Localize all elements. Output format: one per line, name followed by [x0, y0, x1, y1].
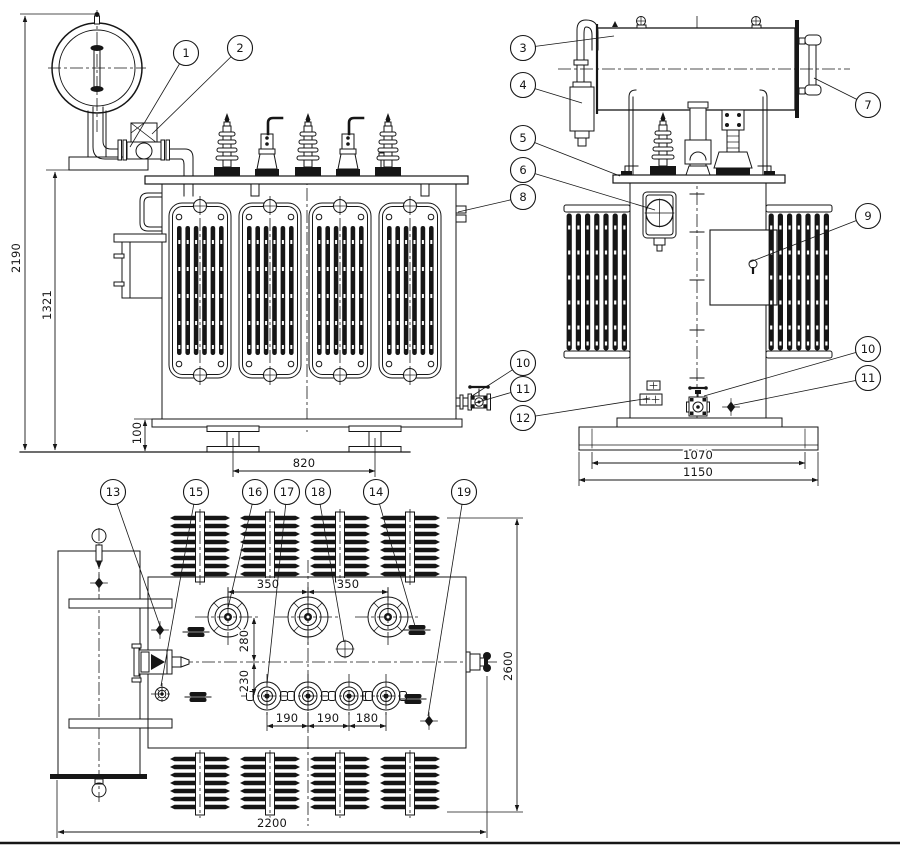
- tank-cover-side: [612, 89, 786, 184]
- callout-12: 12: [509, 404, 537, 432]
- dim-lv-row-offset: 230: [237, 670, 251, 693]
- valve-plan-right: [465, 651, 491, 673]
- front-view: 2190 1321 100 820: [8, 10, 491, 477]
- svg-text:2: 2: [236, 41, 243, 55]
- callout-15: 15: [182, 478, 210, 506]
- radiator-fins-top: [170, 509, 440, 585]
- radiator-panel: [239, 196, 301, 385]
- drain-valve-side: [686, 386, 710, 417]
- callout-10-right: 10: [854, 335, 882, 363]
- dim-tank-height: 1321: [40, 290, 54, 320]
- svg-text:6: 6: [519, 163, 526, 177]
- callout-6: 6: [509, 156, 537, 184]
- svg-text:4: 4: [519, 78, 526, 92]
- svg-text:15: 15: [189, 485, 204, 499]
- lifting-eye: [335, 639, 355, 659]
- svg-text:9: 9: [864, 209, 871, 223]
- svg-text:10: 10: [861, 342, 876, 356]
- callout-14: 14: [362, 478, 390, 506]
- dim-hv-pitch-left: 350: [257, 577, 280, 591]
- callout-10-left: 10: [509, 349, 537, 377]
- center-pipe-side: [684, 101, 712, 176]
- side-dimensions: 1070 1150: [578, 447, 819, 486]
- callout-19: 19: [450, 478, 478, 506]
- radiator-fins-bottom: [170, 750, 440, 818]
- base-front: [19, 418, 463, 453]
- base-side: [578, 417, 819, 451]
- rating-plate: [709, 229, 778, 306]
- callout-bubbles: 1 2 3 4 5 6 8 10 11 12 7 9 10 11 13 15 1…: [99, 34, 882, 506]
- svg-text:18: 18: [311, 485, 326, 499]
- svg-text:8: 8: [519, 190, 526, 204]
- svg-text:7: 7: [864, 98, 871, 112]
- callout-17: 17: [273, 478, 301, 506]
- svg-text:13: 13: [106, 485, 121, 499]
- svg-text:11: 11: [861, 371, 876, 385]
- dim-overall-depth: 2600: [501, 651, 515, 681]
- callout-8: 8: [509, 183, 537, 211]
- wall-plate: [455, 205, 467, 223]
- svg-text:12: 12: [516, 411, 531, 425]
- callout-7: 7: [854, 91, 882, 119]
- radiator-panel: [309, 196, 371, 385]
- callout-11-right: 11: [854, 364, 882, 392]
- dim-wheel-gauge: 820: [293, 456, 316, 470]
- breather: [569, 19, 599, 147]
- valve-plan-left: [131, 643, 190, 683]
- side-flange: [139, 192, 163, 232]
- callout-1: 1: [172, 39, 200, 67]
- callout-9: 9: [854, 202, 882, 230]
- svg-text:3: 3: [519, 41, 526, 55]
- drain-valve-front: [455, 385, 491, 411]
- dim-overall-height: 2190: [9, 243, 23, 273]
- dim-base-height: 100: [130, 422, 144, 445]
- lv-bushing-side: [713, 109, 753, 175]
- dim-lv-pitch-2: 190: [317, 711, 340, 725]
- dim-lv-pitch-3: 180: [356, 711, 379, 725]
- svg-text:19: 19: [457, 485, 472, 499]
- side-view: 1070 1150: [558, 16, 850, 486]
- conservator-bracket: [68, 106, 194, 197]
- conservator-plan: [50, 528, 173, 802]
- dim-base-inner: 1070: [683, 448, 713, 462]
- callout-leaders: [112, 35, 869, 717]
- svg-text:1: 1: [182, 46, 189, 60]
- callout-5: 5: [509, 124, 537, 152]
- callout-4: 4: [509, 71, 537, 99]
- dim-hv-row-offset: 280: [237, 630, 251, 653]
- radiator-panel: [169, 196, 231, 385]
- svg-text:17: 17: [280, 485, 295, 499]
- dim-hv-pitch-right: 350: [337, 577, 360, 591]
- callout-13: 13: [99, 478, 127, 506]
- svg-text:11: 11: [516, 382, 531, 396]
- cable-box: [113, 233, 167, 299]
- radiator-panel: [379, 196, 441, 385]
- callout-2: 2: [226, 34, 254, 62]
- conservator-front: [48, 10, 146, 132]
- svg-text:14: 14: [369, 485, 384, 499]
- oil-level-gauge: [798, 34, 822, 96]
- dim-lv-pitch-1: 190: [276, 711, 299, 725]
- conservator-side: [558, 16, 850, 118]
- thermometer: [642, 191, 677, 252]
- callout-3: 3: [509, 34, 537, 62]
- callout-18: 18: [304, 478, 332, 506]
- front-dimensions: 2190 1321 100 820: [8, 13, 376, 477]
- svg-text:16: 16: [248, 485, 263, 499]
- svg-text:5: 5: [519, 131, 526, 145]
- svg-text:10: 10: [516, 356, 531, 370]
- dim-overall-length: 2200: [257, 816, 287, 830]
- plan-view: 350 350 280 230 190 190 180 2600 2200: [50, 509, 523, 838]
- callout-11-left: 11: [509, 375, 537, 403]
- dim-base-outer: 1150: [683, 465, 713, 479]
- callout-16: 16: [241, 478, 269, 506]
- plan-dimensions: 350 350 280 230 190 190 180 2600 2200: [56, 517, 523, 838]
